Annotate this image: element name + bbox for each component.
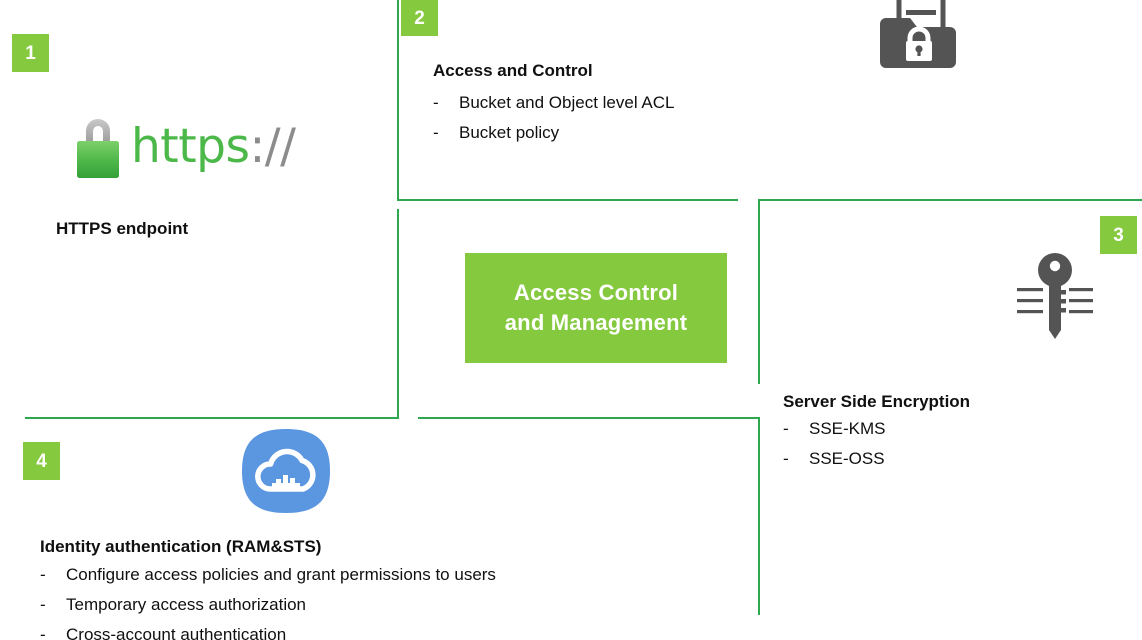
connector-line-top-left-horizontal — [397, 199, 738, 201]
bullet-text: Bucket policy — [459, 123, 560, 142]
list-item: - SSE-KMS — [783, 414, 886, 444]
section-4-title: Identity authentication (RAM&STS) — [40, 537, 322, 556]
list-item: - Temporary access authorization — [40, 590, 496, 620]
bullet-marker: - — [433, 123, 439, 142]
bullet-text: SSE-KMS — [809, 419, 886, 438]
list-item: - Bucket policy — [433, 118, 674, 148]
connector-line-center-left-vertical — [397, 209, 399, 419]
section-4-bullets: - Configure access policies and grant pe… — [40, 560, 496, 640]
bullet-marker: - — [433, 93, 439, 112]
connector-line-top-right-horizontal — [758, 199, 1142, 201]
bullet-marker: - — [40, 565, 46, 584]
badge-4: 4 — [23, 442, 60, 480]
padlock-green-icon — [74, 112, 122, 180]
connector-line-box4-vertical-lower — [758, 417, 760, 615]
bullet-marker: - — [40, 625, 46, 640]
list-item: - SSE-OSS — [783, 444, 886, 474]
section-1-title: HTTPS endpoint — [56, 219, 189, 238]
center-block-line1: Access Control — [513, 279, 679, 305]
section-3-bullets: - SSE-KMS - SSE-OSS — [783, 414, 886, 474]
center-block-access-control-and-management: Access Control and Management — [465, 253, 727, 363]
cloud-icon — [240, 427, 332, 515]
bullet-marker: - — [783, 449, 789, 468]
badge-1: 1 — [12, 34, 49, 72]
https-logo: https:// — [74, 112, 296, 180]
bullet-text: Bucket and Object level ACL — [459, 93, 675, 112]
https-logo-text-secure: https — [131, 118, 250, 174]
list-item: - Configure access policies and grant pe… — [40, 560, 496, 590]
https-logo-text-scheme: :// — [249, 118, 296, 174]
bullet-text: Configure access policies and grant perm… — [66, 565, 496, 584]
section-2-title: Access and Control — [433, 61, 593, 80]
connector-line-bottom-left-horizontal — [25, 417, 399, 419]
folder-lock-icon — [878, 0, 960, 68]
list-item: - Cross-account authentication — [40, 620, 496, 640]
center-block-line2: and Management — [504, 310, 688, 335]
connector-line-box2-vertical — [397, 0, 399, 201]
bullet-marker: - — [40, 595, 46, 614]
badge-2: 2 — [401, 0, 438, 36]
badge-3: 3 — [1100, 216, 1137, 254]
section-3-title: Server Side Encryption — [783, 392, 971, 411]
key-icon — [1015, 250, 1095, 340]
bullet-text: Cross-account authentication — [66, 625, 287, 640]
section-2-bullets: - Bucket and Object level ACL - Bucket p… — [433, 88, 674, 148]
bullet-text: Temporary access authorization — [66, 595, 307, 614]
bullet-text: SSE-OSS — [809, 449, 885, 468]
connector-line-box3-vertical-upper — [758, 199, 760, 384]
https-logo-text: https:// — [131, 123, 296, 170]
connector-line-bottom-right-horizontal — [418, 417, 760, 419]
list-item: - Bucket and Object level ACL — [433, 88, 674, 118]
bullet-marker: - — [783, 419, 789, 438]
